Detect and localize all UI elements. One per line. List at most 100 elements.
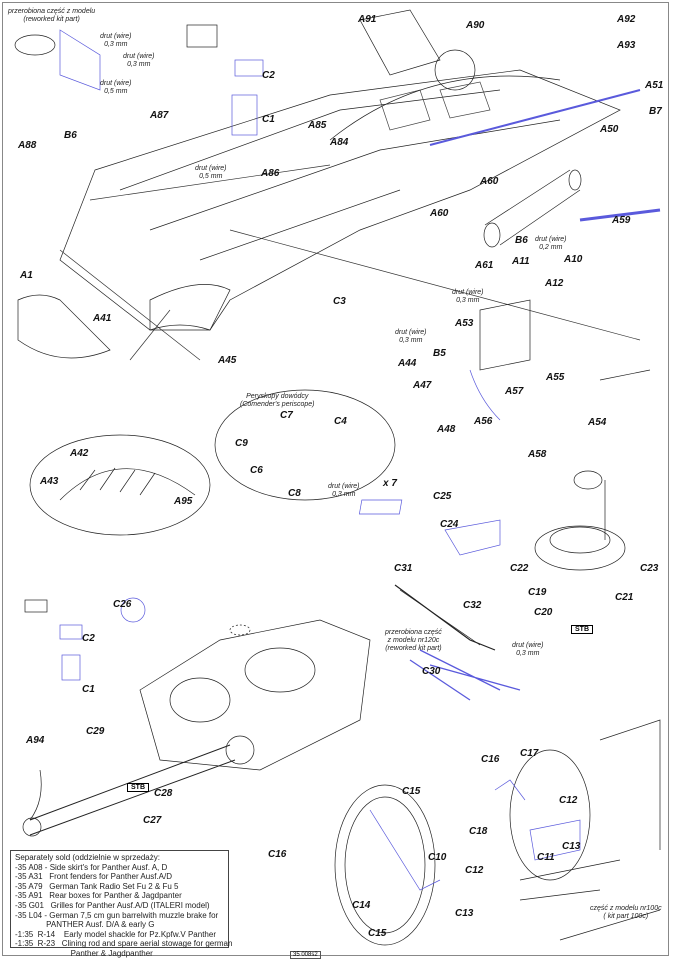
gun-barrel bbox=[29, 744, 236, 836]
part-label: A53 bbox=[455, 318, 474, 329]
part-label: C21 bbox=[615, 592, 634, 603]
sold-item: -1:35 R-14 Early model shackle for Pz.Kp… bbox=[15, 929, 216, 939]
part-label: C10 bbox=[428, 852, 447, 863]
sold-item: -35 A31 Front fenders for Panther Ausf.A… bbox=[15, 872, 172, 882]
part-label: C4 bbox=[334, 416, 347, 427]
reworked-kit-note: przerobiona część z modelu nr120c (rewor… bbox=[385, 629, 442, 652]
part-label: C13 bbox=[562, 841, 581, 852]
part-label: A47 bbox=[413, 380, 432, 391]
part-label: C22 bbox=[510, 563, 529, 574]
part-label: A50 bbox=[600, 124, 619, 135]
sold-item: Panther & Jagdpanther bbox=[15, 948, 153, 958]
part-label: C23 bbox=[640, 563, 659, 574]
commander-cupola bbox=[169, 677, 231, 723]
part-label: C24 bbox=[440, 519, 459, 530]
wire-note: drut (wire) 0,5 mm bbox=[195, 165, 227, 180]
separately-sold-box: Separately sold (oddzielnie w sprzedaży:… bbox=[10, 850, 233, 958]
part-label: A54 bbox=[588, 417, 607, 428]
part-label: A59 bbox=[612, 215, 631, 226]
part-label: A1 bbox=[20, 270, 33, 281]
part-label: A12 bbox=[545, 278, 564, 289]
antenna-rod bbox=[579, 208, 661, 222]
part-label: C26 bbox=[113, 599, 132, 610]
sold-item: -35 G01 Grilles for Panther Ausf.A/D (IT… bbox=[15, 900, 210, 910]
part-label: A48 bbox=[437, 424, 456, 435]
wire-note: drut (wire) 0,3 mm bbox=[512, 642, 544, 657]
page-code: 35 008s2 bbox=[290, 951, 321, 959]
guide-lines bbox=[59, 164, 641, 361]
wire-note: drut (wire) 0,3 mm bbox=[123, 53, 155, 68]
part-label: A95 bbox=[174, 496, 193, 507]
a50-track-tools bbox=[429, 89, 641, 146]
part-label: A11 bbox=[512, 256, 530, 267]
part-label: C30 bbox=[422, 666, 441, 677]
part-label: C13 bbox=[455, 908, 474, 919]
part-label: C6 bbox=[250, 465, 263, 476]
part-label: A43 bbox=[40, 476, 59, 487]
part-label: C16 bbox=[481, 754, 500, 765]
sold-item: -35 A91 Rear boxes for Panther & Jagdpan… bbox=[15, 891, 182, 901]
cupola bbox=[534, 525, 626, 571]
spare-wheel-right bbox=[509, 749, 591, 881]
part-label: A57 bbox=[505, 386, 524, 397]
wire-note: drut (wire) 0,3 mm bbox=[395, 329, 427, 344]
part-label: C14 bbox=[352, 900, 371, 911]
part-label: C12 bbox=[465, 865, 484, 876]
c30-parts bbox=[409, 649, 521, 701]
part-label: C15 bbox=[402, 786, 421, 797]
periscope-callout bbox=[214, 389, 396, 501]
wire-note: drut (wire) 0,3 mm bbox=[100, 33, 132, 48]
part-label: A61 bbox=[475, 260, 494, 271]
part-label: C11 bbox=[537, 852, 555, 863]
separately-sold-title: Separately sold (oddzielnie w sprzedaży: bbox=[15, 853, 160, 862]
engine-deck-panel bbox=[359, 9, 441, 76]
turret-outline bbox=[139, 619, 371, 771]
sold-item: -35 A08 - Side skirt's for Panther Ausf.… bbox=[15, 862, 168, 872]
part-label: A87 bbox=[150, 110, 169, 121]
part-label: A56 bbox=[474, 416, 493, 427]
part-label: A42 bbox=[70, 448, 89, 459]
part-label: A93 bbox=[617, 40, 636, 51]
part-label: B5 bbox=[433, 348, 446, 359]
wire-note: drut (wire) 0,2 mm bbox=[535, 236, 567, 251]
stb-box: STB bbox=[127, 783, 149, 792]
part-label: C16 bbox=[268, 849, 287, 860]
c24-box bbox=[444, 519, 501, 556]
part-label: A51 bbox=[645, 80, 664, 91]
wire-note: drut (wire) 0,3 mm bbox=[328, 483, 360, 498]
part-label: A88 bbox=[18, 140, 37, 151]
part-label: A44 bbox=[398, 358, 417, 369]
part-label: A91 bbox=[358, 14, 377, 25]
part-label: B6 bbox=[515, 235, 528, 246]
sold-item: -1:35 R-23 Clining rod and spare aerial … bbox=[15, 939, 233, 949]
part-label: A85 bbox=[308, 120, 327, 131]
part-label: C25 bbox=[433, 491, 452, 502]
part-label: A41 bbox=[93, 313, 112, 324]
wire-note: drut (wire) 0,3 mm bbox=[452, 289, 484, 304]
hull-deck bbox=[119, 89, 561, 261]
part-label: C1 bbox=[82, 684, 95, 695]
part-label: A94 bbox=[26, 735, 45, 746]
part-label: A84 bbox=[330, 137, 349, 148]
sold-item: -35 A79 German Tank Radio Set Fu 2 & Fu … bbox=[15, 881, 179, 891]
part-label: C28 bbox=[154, 788, 173, 799]
page-frame bbox=[2, 2, 669, 956]
part-label: A55 bbox=[546, 372, 565, 383]
part-label: C7 bbox=[280, 410, 293, 421]
fan-cover bbox=[434, 49, 476, 91]
part-label: C31 bbox=[394, 563, 413, 574]
part-label: C1 bbox=[262, 114, 275, 125]
part-label: A86 bbox=[261, 168, 280, 179]
part-label: A90 bbox=[466, 20, 485, 31]
spare-wheel-left bbox=[334, 784, 436, 946]
part-label: C9 bbox=[235, 438, 248, 449]
part-label: C32 bbox=[463, 600, 482, 611]
sold-item: PANTHER Ausf. D/A & early G bbox=[15, 920, 155, 930]
part-label: C20 bbox=[534, 607, 553, 618]
part-label: A45 bbox=[218, 355, 237, 366]
hull-outline bbox=[59, 69, 621, 331]
periscope-title: Peryskopy dowódcy (Comender's periscope) bbox=[240, 393, 315, 408]
loader-hatch bbox=[244, 647, 316, 693]
part-label: B6 bbox=[64, 130, 77, 141]
kit-part-note: część z modelu nr100c ( kit part 100c) bbox=[590, 905, 662, 920]
